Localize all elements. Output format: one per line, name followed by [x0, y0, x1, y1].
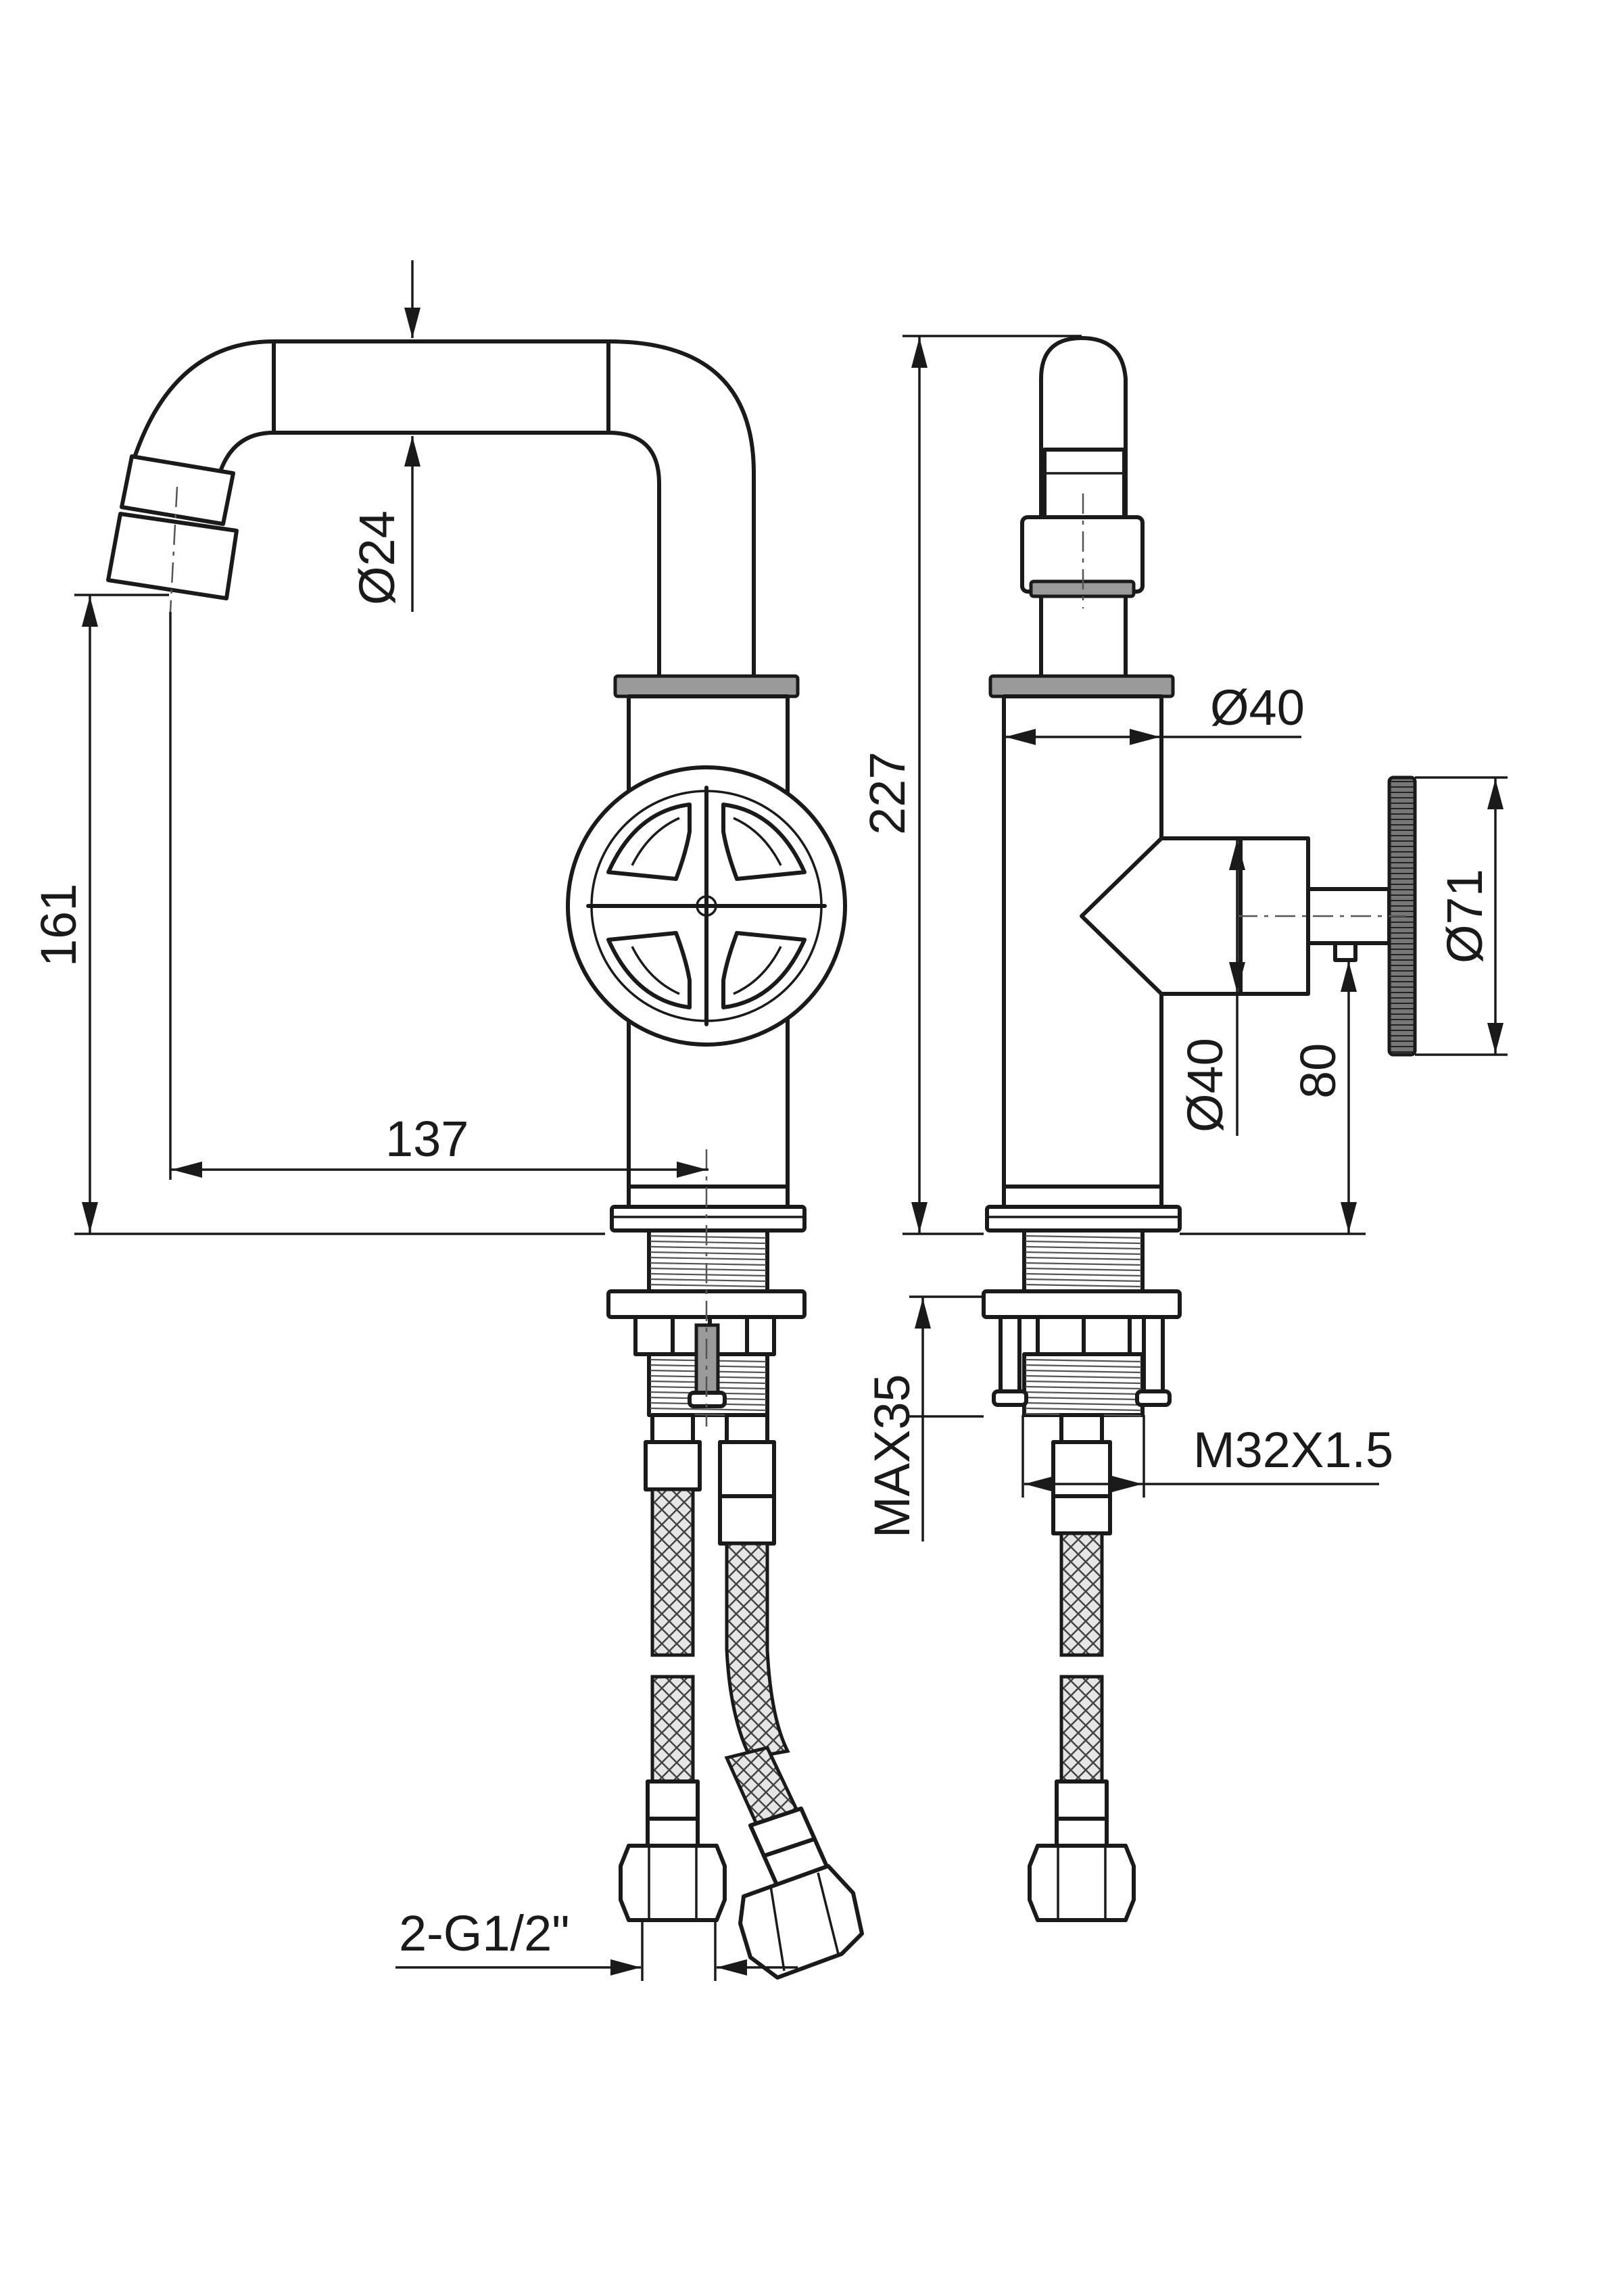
dim-total-height: 227: [859, 335, 1082, 1235]
dim-handle-diameter: Ø71: [1415, 776, 1508, 1056]
label-body-side-diameter: Ø40: [1177, 1038, 1233, 1132]
hose-straight-front: [619, 1413, 727, 1922]
label-handle-diameter: Ø71: [1437, 869, 1493, 963]
side-hose: [1028, 1413, 1136, 1922]
label-outlet-diameter: Ø24: [349, 510, 405, 605]
label-shank-thread: M32X1.5: [1193, 1422, 1393, 1478]
dim-body-diameter: Ø40: [1004, 679, 1305, 745]
hose-bent-front: [718, 1413, 864, 1980]
label-hose-connection: 2-G1/2": [399, 1905, 570, 1961]
dim-body-side-diameter: Ø40: [1177, 838, 1245, 1136]
handle-wheel: [566, 765, 847, 1047]
label-total-height: 227: [859, 752, 915, 835]
label-body-diameter: Ø40: [1210, 679, 1305, 736]
front-view: Ø24 161 137 2-G1/2": [30, 260, 864, 1981]
dim-handle-axis-height: 80: [1180, 960, 1366, 1235]
dim-outlet-diameter: Ø24: [349, 260, 420, 612]
label-max-deck-thickness: MAX35: [864, 1374, 920, 1538]
base-ring-upper: [627, 1185, 790, 1209]
dim-hose-connection: 2-G1/2": [395, 1905, 798, 1981]
label-spout-reach: 137: [385, 1111, 468, 1167]
aerator: [106, 512, 239, 600]
side-threaded-shank: [1022, 1228, 1145, 1293]
dim-outlet-height: 161: [30, 594, 605, 1235]
label-outlet-height: 161: [30, 884, 87, 967]
threaded-shank: [647, 1228, 769, 1293]
base-ring-lower: [610, 1205, 807, 1233]
body-top-ring: [613, 674, 800, 698]
dim-max-deck-thickness: MAX35: [864, 1295, 984, 1541]
side-body-top-ring: [988, 674, 1175, 698]
side-view: 227 Ø40 Ø40 Ø71: [859, 335, 1508, 1922]
dim-shank-thread: M32X1.5: [1021, 1415, 1393, 1498]
dim-spout-reach: 137: [169, 612, 708, 1180]
label-handle-axis-height: 80: [1290, 1043, 1346, 1099]
